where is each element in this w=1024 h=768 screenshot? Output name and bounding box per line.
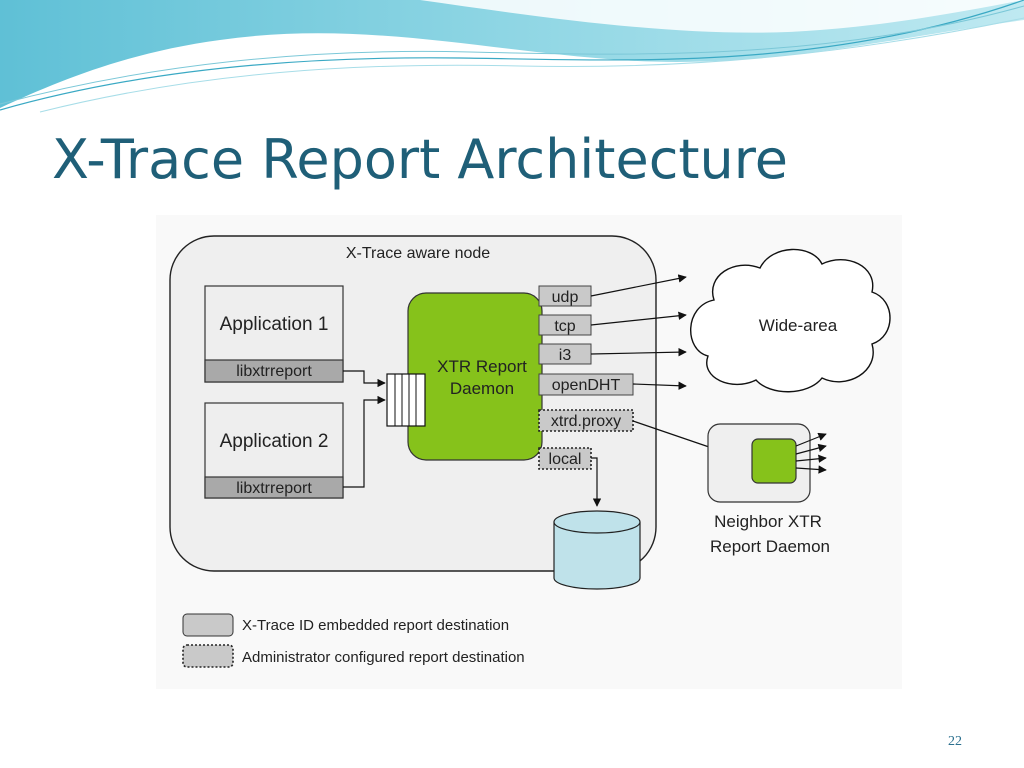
port-udp-label: udp <box>552 289 579 306</box>
daemon-label-line2: Daemon <box>450 379 514 398</box>
legend-embedded-label: X-Trace ID embedded report destination <box>242 617 509 634</box>
xtrace-node-label: X-Trace aware node <box>346 245 490 262</box>
local-to-database-arrow <box>591 457 602 507</box>
port-opendht-label: openDHT <box>552 377 621 394</box>
port-xtrd-proxy: xtrd.proxy <box>538 409 634 432</box>
i3-arrow <box>590 347 687 357</box>
legend: X-Trace ID embedded report destination A… <box>182 613 525 668</box>
header-wave-decoration <box>0 0 1024 113</box>
port-tcp-label: tcp <box>554 318 575 335</box>
wide-area-label: Wide-area <box>759 316 838 335</box>
neighbor-label-line2: Report Daemon <box>710 537 830 556</box>
application-2-label: Application 2 <box>220 431 329 452</box>
legend-administrator-label: Administrator configured report destinat… <box>242 649 525 666</box>
lib1-to-queue-connector <box>343 370 386 388</box>
daemon-label-line1: XTR Report <box>437 357 527 376</box>
port-udp: udp <box>538 285 592 307</box>
port-local-label: local <box>549 451 582 468</box>
port-tcp: tcp <box>538 314 592 336</box>
udp-arrow <box>590 274 687 297</box>
tcp-arrow <box>590 311 687 326</box>
application-2-box: Application 2 libxtrreport <box>204 402 344 499</box>
neighbor-daemon <box>751 438 797 484</box>
lib2-to-queue-connector <box>343 395 386 488</box>
port-local: local <box>538 447 592 470</box>
report-queue <box>386 373 426 427</box>
application-1-box: Application 1 libxtrreport <box>204 285 344 383</box>
opendht-arrow <box>632 381 687 390</box>
wide-area-cloud <box>690 248 891 393</box>
libxtrreport-1-label: libxtrreport <box>236 363 312 380</box>
port-opendht: openDHT <box>538 373 634 396</box>
application-1-label: Application 1 <box>220 314 329 335</box>
neighbor-label-line1: Neighbor XTR <box>714 512 822 531</box>
page-number: 22 <box>948 734 962 749</box>
legend-administrator-swatch <box>182 644 234 668</box>
xtr-report-daemon <box>407 292 543 461</box>
legend-embedded-swatch <box>182 613 234 637</box>
port-i3: i3 <box>538 343 592 365</box>
neighbor-output-arrows <box>795 432 827 474</box>
libxtrreport-2-label: libxtrreport <box>236 480 312 497</box>
port-xtrd-proxy-label: xtrd.proxy <box>551 413 621 430</box>
port-i3-label: i3 <box>559 347 572 364</box>
slide-title: X-Trace Report Architecture <box>52 128 789 191</box>
database-cylinder <box>553 510 641 590</box>
